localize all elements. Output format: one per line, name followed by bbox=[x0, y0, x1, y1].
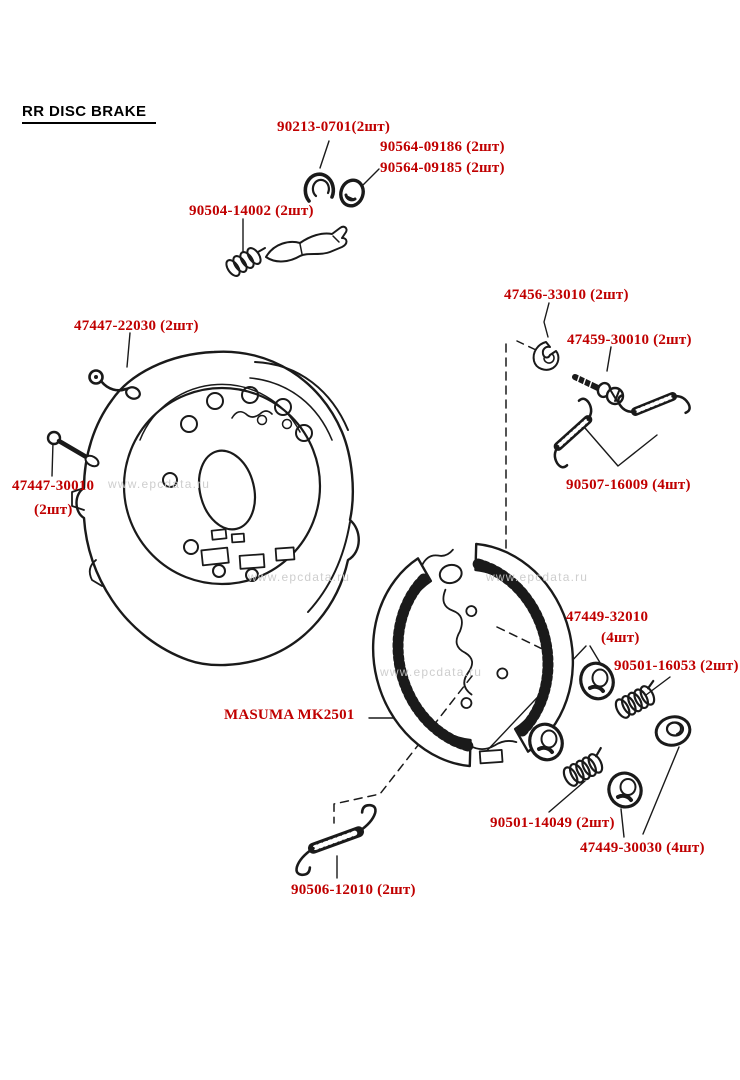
backing-plate-outline bbox=[75, 350, 360, 667]
brake-shoe-kit bbox=[371, 542, 575, 768]
part-label-47456-33010: 47456-33010 (2шт) bbox=[504, 287, 629, 303]
shoe-web-detail bbox=[442, 588, 473, 696]
shoe-top-detail bbox=[420, 548, 454, 567]
return-spring-right bbox=[617, 392, 691, 416]
part-label-47447-30010-qty: (2шт) bbox=[34, 502, 73, 518]
hold-down-cup-1 bbox=[579, 661, 615, 701]
grommet bbox=[339, 178, 365, 208]
leader-90501-16053 bbox=[645, 676, 671, 696]
shoe-anchor-block bbox=[478, 748, 504, 765]
hold-down-cup-2 bbox=[528, 722, 564, 762]
dashed-line-cam bbox=[516, 340, 537, 351]
shoe-bottom-detail bbox=[468, 740, 518, 751]
parking-lever bbox=[88, 369, 141, 400]
plate-detail-hole-2 bbox=[281, 418, 293, 430]
leader-47447-30010 bbox=[51, 441, 54, 477]
washer-lower bbox=[607, 771, 643, 809]
plate-anchor-detail bbox=[231, 410, 273, 419]
leader-47459 bbox=[606, 346, 612, 372]
part-label-47447-22030: 47447-22030 (2шт) bbox=[74, 318, 199, 334]
plate-flange-arc-3 bbox=[307, 521, 351, 613]
page-title: RR DISC BRAKE bbox=[22, 103, 157, 124]
watermark: www.epcdata.ru bbox=[248, 570, 351, 584]
part-label-90504-14002: 90504-14002 (2шт) bbox=[189, 203, 314, 219]
plate-center-hole bbox=[197, 449, 257, 531]
adjuster-strut bbox=[265, 225, 348, 263]
leader-47449-30030-b bbox=[642, 746, 680, 835]
part-label-90564-09185: 90564-09185 (2шт) bbox=[380, 160, 505, 176]
hold-down-spring-1 bbox=[614, 679, 656, 719]
part-label-90213-0701: 90213-0701(2шт) bbox=[277, 119, 391, 135]
plate-left-tab-1 bbox=[71, 487, 85, 511]
part-label-90501-14049: 90501-14049 (2шт) bbox=[490, 815, 615, 831]
watermark: www.epcdata.ru bbox=[380, 665, 483, 679]
shoe-pin-hole-1 bbox=[465, 605, 478, 617]
tension-spring-small bbox=[225, 247, 266, 277]
leader-47449-30030-a bbox=[620, 808, 625, 838]
leader-47456 bbox=[543, 302, 550, 338]
leader-47447-22030 bbox=[126, 332, 131, 368]
part-label-47449-32010: 47449-32010 bbox=[566, 609, 649, 625]
backing-plate bbox=[71, 350, 360, 667]
part-label-90507-16009: 90507-16009 (4шт) bbox=[566, 477, 691, 493]
plate-detail-hole-1 bbox=[256, 414, 268, 426]
part-label-masuma-mk2501: MASUMA MK2501 bbox=[224, 707, 355, 723]
plate-service-slots bbox=[200, 528, 296, 570]
leader-90501-14049 bbox=[548, 780, 586, 813]
shoe-lining-hatch-left bbox=[392, 571, 474, 752]
retainer-washer bbox=[654, 715, 692, 747]
plate-flange-arc-1 bbox=[254, 361, 349, 431]
part-label-47459-30010: 47459-30010 (2шт) bbox=[567, 332, 692, 348]
plate-flange-arc-2 bbox=[249, 377, 333, 441]
part-label-90501-16053: 90501-16053 (2шт) bbox=[614, 658, 739, 674]
watermark: www.epcdata.ru bbox=[108, 477, 211, 491]
anchor-bolt bbox=[46, 430, 100, 468]
part-label-47449-30030: 47449-30030 (4шт) bbox=[580, 840, 705, 856]
part-label-47447-30010: 47447-30010 bbox=[12, 478, 95, 494]
hold-down-spring-2 bbox=[562, 746, 604, 787]
plate-inner-ring bbox=[122, 386, 322, 586]
shoe-pin-hole-3 bbox=[496, 667, 509, 680]
shoe-return-spring bbox=[295, 803, 377, 877]
watermark: www.epcdata.ru bbox=[486, 570, 589, 584]
shoe-top-hole bbox=[438, 563, 463, 585]
part-label-90506-12010: 90506-12010 (2шт) bbox=[291, 882, 416, 898]
leader-90213 bbox=[319, 140, 330, 169]
plate-bolt-holes bbox=[162, 386, 313, 582]
plate-inner-arc bbox=[139, 383, 301, 441]
leader-lines bbox=[51, 140, 680, 879]
part-label-47449-32010-qty: (4шт) bbox=[601, 630, 640, 646]
shoe-lining-hatch-right bbox=[472, 558, 554, 739]
leader-90564 bbox=[360, 168, 380, 188]
plate-left-tab-2 bbox=[88, 559, 103, 587]
return-spring-left bbox=[553, 397, 593, 469]
retaining-clip bbox=[303, 172, 336, 203]
shoe-pin-hole-2 bbox=[460, 697, 473, 709]
shoe-adjuster bbox=[572, 373, 625, 406]
bell-crank-cam bbox=[532, 341, 560, 371]
leader-90507-bracket bbox=[584, 427, 658, 467]
part-label-90564-09186: 90564-09186 (2шт) bbox=[380, 139, 505, 155]
